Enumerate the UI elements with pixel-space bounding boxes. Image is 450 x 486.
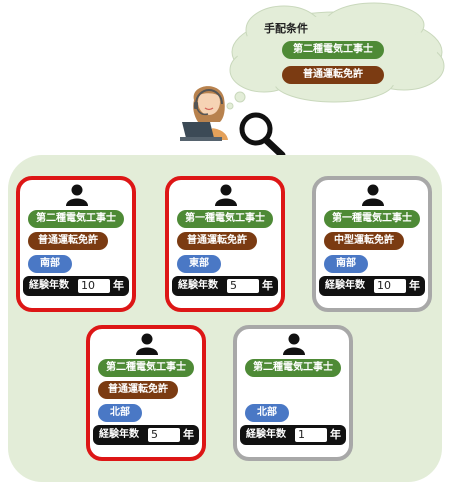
person-icon (66, 184, 88, 206)
person-icon (215, 184, 237, 206)
experience-unit: 年 (113, 279, 124, 292)
worker-card[interactable]: 第二種電気工事士 普通運転免許 南部 経験年数 10 年 (16, 176, 136, 312)
experience-value: 5 (227, 279, 259, 293)
experience-unit: 年 (262, 279, 273, 292)
area-badge: 南部 (324, 255, 368, 273)
worker-card[interactable]: 第二種電気工事士 北部 経験年数 1 年 (233, 325, 353, 461)
experience-bar: 経験年数 10 年 (319, 276, 425, 296)
conditions-cloud: 手配条件 第二種電気工事士 普通運転免許 (224, 0, 450, 110)
experience-bar: 経験年数 1 年 (240, 425, 346, 445)
person-icon (283, 333, 305, 355)
magnifier-icon (239, 112, 286, 159)
condition-license: 普通運転免許 (282, 66, 384, 84)
person-icon (362, 184, 384, 206)
experience-value: 10 (78, 279, 110, 293)
area-badge: 東部 (177, 255, 221, 273)
area-badge: 南部 (28, 255, 72, 273)
experience-unit: 年 (183, 428, 194, 441)
license-badge: 中型運転免許 (324, 232, 404, 250)
experience-unit: 年 (409, 279, 420, 292)
qualification-badge: 第二種電気工事士 (28, 210, 124, 228)
condition-qualification: 第二種電気工事士 (282, 41, 384, 59)
worker-card[interactable]: 第一種電気工事士 中型運転免許 南部 経験年数 10 年 (312, 176, 432, 312)
person-icon (136, 333, 158, 355)
experience-value: 1 (295, 428, 327, 442)
license-badge: 普通運転免許 (177, 232, 257, 250)
experience-value: 5 (148, 428, 180, 442)
experience-bar: 経験年数 5 年 (172, 276, 278, 296)
experience-bar: 経験年数 5 年 (93, 425, 199, 445)
qualification-badge: 第二種電気工事士 (245, 359, 341, 377)
experience-unit: 年 (330, 428, 341, 441)
experience-bar: 経験年数 10 年 (23, 276, 129, 296)
qualification-badge: 第二種電気工事士 (98, 359, 194, 377)
license-badge: 普通運転免許 (98, 381, 178, 399)
worker-card[interactable]: 第一種電気工事士 普通運転免許 東部 経験年数 5 年 (165, 176, 285, 312)
area-badge: 北部 (98, 404, 142, 422)
worker-card[interactable]: 第二種電気工事士 普通運転免許 北部 経験年数 5 年 (86, 325, 206, 461)
experience-label: 経験年数 (325, 280, 365, 291)
experience-label: 経験年数 (99, 429, 139, 440)
experience-label: 経験年数 (178, 280, 218, 291)
area-badge: 北部 (245, 404, 289, 422)
conditions-title: 手配条件 (264, 22, 308, 35)
qualification-badge: 第一種電気工事士 (324, 210, 420, 228)
experience-value: 10 (374, 279, 406, 293)
qualification-badge: 第一種電気工事士 (177, 210, 273, 228)
license-badge: 普通運転免許 (28, 232, 108, 250)
experience-label: 経験年数 (29, 280, 69, 291)
operator-icon (180, 86, 228, 141)
experience-label: 経験年数 (246, 429, 286, 440)
